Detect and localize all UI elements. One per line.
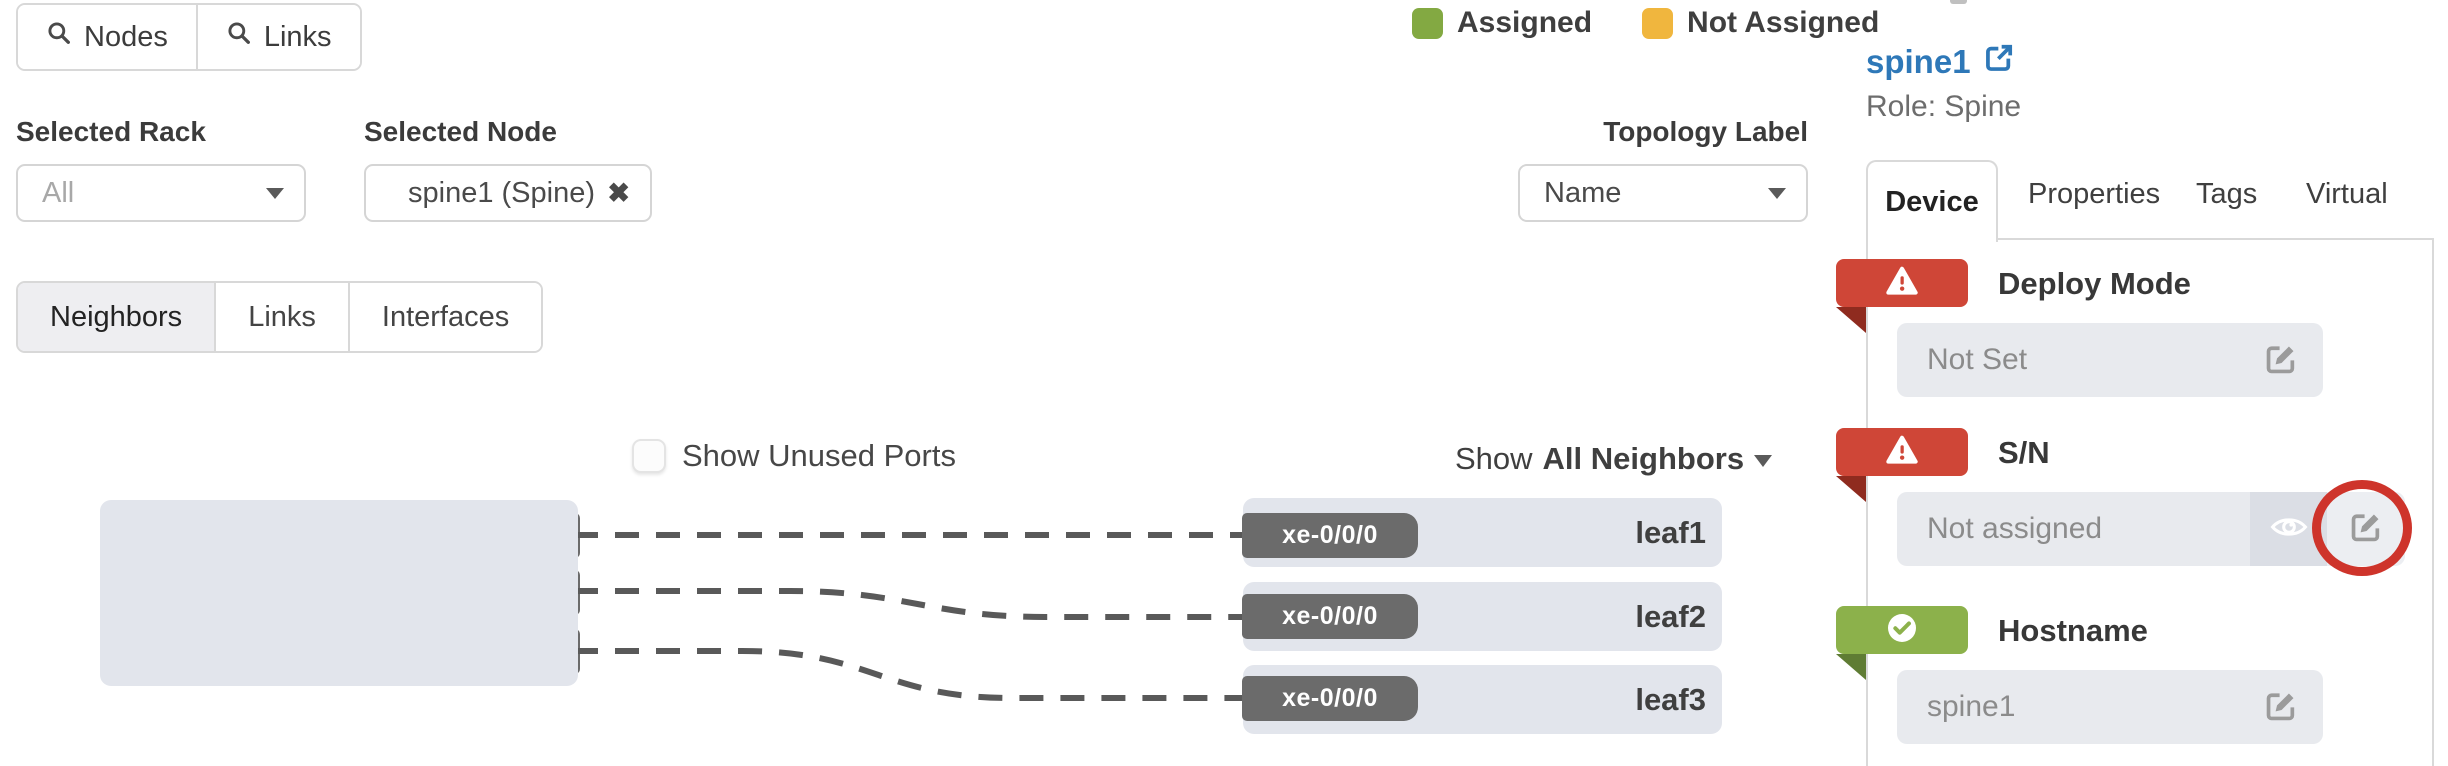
leaf3-node-label: leaf3 — [1635, 681, 1706, 717]
leaf3-port-chip[interactable]: xe-0/0/0 — [1242, 676, 1418, 721]
sn-heading: S/N — [1998, 435, 2050, 470]
leaf1-node-label: leaf1 — [1635, 514, 1706, 550]
deploy-mode-value: Not Set — [1927, 343, 2028, 376]
device-title-link[interactable]: spine1 — [1866, 42, 2015, 82]
sn-field: Not assigned — [1897, 492, 2405, 566]
tab-device[interactable]: Device — [1866, 160, 1998, 242]
links-search-button[interactable]: Links — [195, 5, 360, 69]
device-role: Role: Spine — [1866, 90, 2022, 123]
edit-icon — [2264, 689, 2298, 726]
ribbon-fold — [1836, 307, 1866, 333]
tab-virtual-label: Virtual — [2306, 178, 2388, 210]
topology-label-select[interactable]: Name — [1518, 164, 1808, 222]
hostname-edit-button[interactable] — [2261, 687, 2301, 727]
external-link-icon — [1983, 42, 2015, 82]
tab-tags[interactable]: Tags — [2196, 178, 2257, 211]
selected-node-select[interactable]: spine1 (Spine) ✖ — [364, 164, 652, 222]
warning-icon — [1885, 266, 1919, 301]
show-unused-ports-checkbox[interactable] — [632, 439, 666, 473]
search-icon — [46, 20, 72, 54]
assignment-legend: Assigned Not Assigned — [1412, 6, 1879, 40]
selected-node-label: Selected Node — [364, 116, 557, 147]
clear-selected-node-icon[interactable]: ✖ — [607, 177, 630, 208]
edit-icon — [2264, 342, 2298, 379]
deploy-mode-status-badge — [1836, 259, 1968, 307]
selected-rack-value: All — [42, 176, 75, 209]
search-icon — [226, 20, 252, 54]
show-unused-ports-control: Show Unused Ports — [632, 438, 956, 474]
hostname-status-badge — [1836, 606, 1968, 654]
tab-interfaces-label: Interfaces — [381, 300, 510, 333]
tab-tags-label: Tags — [2196, 178, 2258, 210]
selected-node-value: spine1 (Spine) — [408, 176, 595, 209]
not-assigned-label: Not Assigned — [1687, 6, 1880, 39]
device-title: spine1 — [1866, 43, 1971, 80]
selected-rack-label: Selected Rack — [16, 116, 206, 147]
sn-value: Not assigned — [1897, 492, 2250, 566]
tab-links[interactable]: Links — [214, 283, 348, 351]
sn-reveal-button[interactable] — [2250, 492, 2327, 566]
caret-down-icon — [1768, 187, 1786, 199]
tab-properties[interactable]: Properties — [2028, 178, 2160, 211]
node-spine1[interactable]: spine1 — [100, 500, 578, 686]
port-label: xe-0/0/0 — [1282, 521, 1378, 549]
view-tab-group: Neighbors Links Interfaces — [16, 281, 544, 353]
tab-virtual[interactable]: Virtual — [2306, 178, 2388, 211]
show-neighbors-value: All Neighbors — [1542, 441, 1745, 476]
show-neighbors-prefix: Show — [1455, 441, 1533, 476]
edit-icon — [2349, 510, 2383, 549]
cropped-element — [1950, 0, 1967, 4]
assigned-swatch — [1412, 7, 1443, 39]
tab-neighbors-label: Neighbors — [50, 300, 183, 333]
show-unused-ports-label[interactable]: Show Unused Ports — [682, 438, 956, 473]
deploy-mode-heading: Deploy Mode — [1998, 266, 2191, 301]
nodes-search-button[interactable]: Nodes — [18, 5, 196, 69]
caret-down-icon — [1754, 455, 1773, 467]
assigned-label: Assigned — [1457, 6, 1593, 39]
sn-status-badge — [1836, 428, 1968, 476]
warning-icon — [1885, 435, 1919, 470]
check-circle-icon — [1886, 612, 1918, 649]
hostname-heading: Hostname — [1998, 613, 2148, 648]
deploy-mode-field: Not Set — [1897, 323, 2323, 397]
links-button-label: Links — [263, 20, 332, 53]
show-neighbors-dropdown[interactable]: Show All Neighbors — [1455, 441, 1773, 477]
eye-icon — [2270, 514, 2308, 545]
leaf1-port-chip[interactable]: xe-0/0/0 — [1242, 513, 1418, 558]
port-label: xe-0/0/0 — [1282, 602, 1378, 630]
hostname-value: spine1 — [1927, 690, 2016, 723]
topology-label-label: Topology Label — [1603, 116, 1808, 147]
topology-label-value: Name — [1544, 176, 1622, 209]
ribbon-fold — [1836, 654, 1866, 680]
tab-properties-label: Properties — [2028, 178, 2161, 210]
caret-down-icon — [266, 187, 284, 199]
port-label: xe-0/0/0 — [1282, 684, 1378, 712]
sn-edit-button[interactable] — [2327, 492, 2405, 566]
nodes-button-label: Nodes — [84, 20, 168, 53]
tab-interfaces[interactable]: Interfaces — [347, 283, 542, 351]
search-button-group: Nodes Links — [16, 3, 362, 71]
hostname-field: spine1 — [1897, 670, 2323, 744]
tab-links-label: Links — [248, 300, 316, 333]
tab-neighbors[interactable]: Neighbors — [18, 283, 215, 351]
deploy-mode-edit-button[interactable] — [2261, 340, 2301, 380]
tab-device-label: Device — [1885, 185, 1979, 218]
leaf2-node-label: leaf2 — [1635, 598, 1706, 634]
ribbon-fold — [1836, 476, 1866, 502]
not-assigned-swatch — [1642, 7, 1674, 39]
selected-rack-select[interactable]: All — [16, 164, 306, 222]
leaf2-port-chip[interactable]: xe-0/0/0 — [1242, 594, 1418, 639]
